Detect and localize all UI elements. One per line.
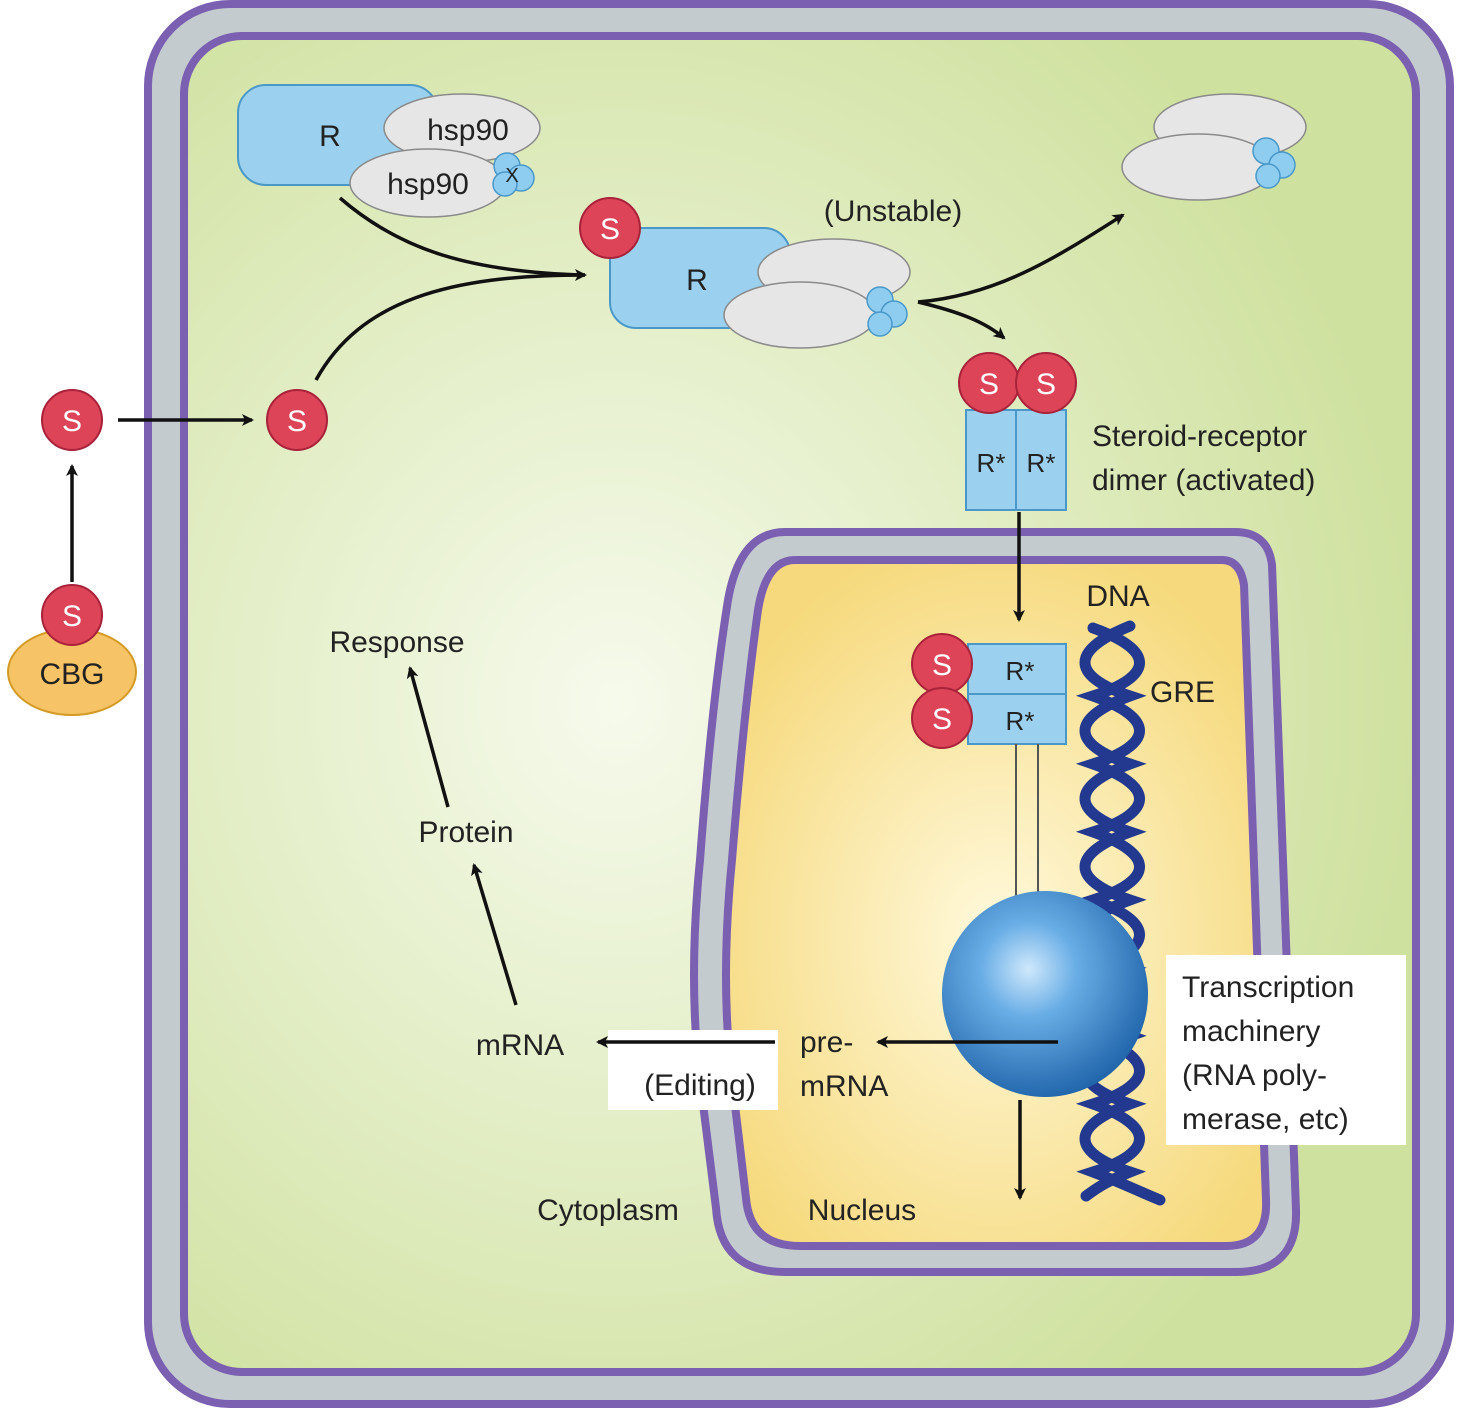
gre-label: GRE <box>1150 676 1215 709</box>
mrna-label: mRNA <box>476 1029 564 1062</box>
svg-text:S: S <box>932 703 952 736</box>
steroid-on-receptor: S <box>579 197 641 259</box>
nuclear-r-top <box>967 643 1067 695</box>
dimer-r-right <box>1015 409 1067 511</box>
arrow-translation <box>471 863 518 1006</box>
cbg-label: CBG <box>39 658 104 691</box>
rna-polymerase <box>942 891 1148 1097</box>
nuclear-steroid-top: S <box>911 633 973 695</box>
response-label: Response <box>329 626 464 659</box>
arrows <box>66 196 1125 1200</box>
nuclear-dimer: R* R* S S <box>911 633 1067 905</box>
unstable-label: (Unstable) <box>824 195 962 228</box>
svg-text:R*: R* <box>1006 706 1035 736</box>
x-factor-blob <box>492 152 535 197</box>
pre-mrna-label-line1: pre- <box>800 1026 853 1059</box>
receptor-hsp90-complex: R hsp90 hsp90 X <box>237 84 541 218</box>
dna-strand-1 <box>1075 622 1166 1206</box>
svg-text:S: S <box>600 213 620 246</box>
receptor-bound-label: R <box>686 264 708 297</box>
hsp90-top-label: hsp90 <box>427 114 509 147</box>
protein-label: Protein <box>418 816 513 849</box>
dimer-r-left <box>965 409 1017 511</box>
pre-mrna-label-line2: mRNA <box>800 1070 888 1103</box>
released-hsp90 <box>1121 93 1307 201</box>
svg-text:R*: R* <box>1027 448 1056 478</box>
x-factor-label: X <box>505 165 518 187</box>
cytoplasm-label: Cytoplasm <box>537 1194 679 1227</box>
svg-text:S: S <box>1036 368 1056 401</box>
nucleus-compartment <box>690 528 1301 1276</box>
arrow-hsp90-release <box>917 213 1125 304</box>
dimer-steroid-left: S <box>958 352 1020 414</box>
dimer-label-line1: Steroid-receptor <box>1092 420 1307 453</box>
arrow-hsp90-dissociation <box>338 196 586 277</box>
free-steroid-outside: S <box>41 389 103 451</box>
nuclear-r-bottom <box>967 693 1067 745</box>
hsp90-released-bottom <box>723 281 877 349</box>
arrow-steroid-binding <box>314 269 587 381</box>
editing-label: (Editing) <box>644 1069 756 1102</box>
free-steroid-inside: S <box>266 389 328 451</box>
activated-dimer: R* R* S S Steroid-receptor dimer (activa… <box>958 352 1315 511</box>
svg-text:S: S <box>979 368 999 401</box>
receptor-label: R <box>319 120 341 153</box>
arrow-response <box>406 666 450 808</box>
arrow-dimerization <box>917 300 1006 340</box>
x-factor-blob-2 <box>866 286 908 337</box>
nucleus-label: Nucleus <box>808 1194 916 1227</box>
svg-text:(RNA poly-: (RNA poly- <box>1182 1059 1327 1092</box>
nuclear-steroid-bottom: S <box>911 687 973 749</box>
svg-text:R*: R* <box>977 448 1006 478</box>
hsp90-bottom-label: hsp90 <box>387 168 469 201</box>
dimer-label-line2: dimer (activated) <box>1092 464 1315 497</box>
cbg-steroid-complex: CBG S <box>7 584 137 716</box>
svg-text:merase, etc): merase, etc) <box>1182 1103 1349 1136</box>
svg-text:Transcription: Transcription <box>1182 971 1354 1004</box>
dimer-steroid-right: S <box>1015 352 1077 414</box>
dna-label: DNA <box>1086 580 1149 613</box>
svg-text:S: S <box>62 600 82 633</box>
svg-text:S: S <box>932 649 952 682</box>
svg-text:S: S <box>287 405 307 438</box>
transcription-label: Transcription machinery (RNA poly- meras… <box>1166 955 1406 1145</box>
svg-text:S: S <box>62 405 82 438</box>
svg-text:machinery: machinery <box>1182 1015 1320 1048</box>
steroid-receptor-complex: R S (Unstable) <box>579 195 962 349</box>
svg-text:R*: R* <box>1006 656 1035 686</box>
